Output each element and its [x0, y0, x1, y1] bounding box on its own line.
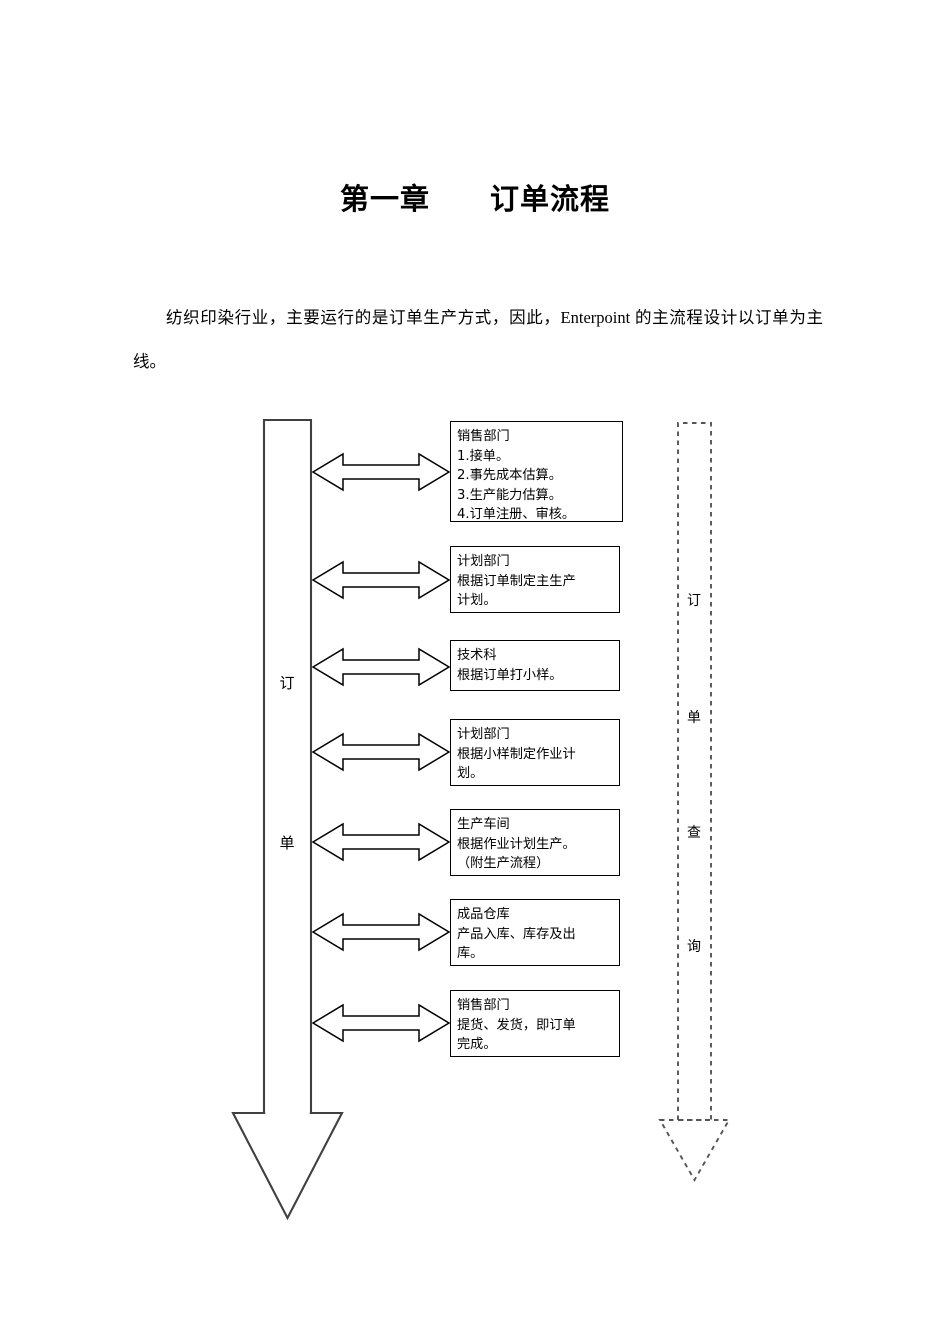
left-bar-label-order-1: 订: [279, 674, 295, 692]
flow-box-workshop: 生产车间 根据作业计划生产。 （附生产流程）: [450, 809, 620, 876]
right-bar-label-2: 单: [687, 710, 701, 726]
flow-box-sales-delivery: 销售部门 提货、发货，即订单 完成。: [450, 990, 620, 1057]
flow-box-planning-job: 计划部门 根据小样制定作业计 划。: [450, 719, 620, 786]
flow-box-sales-intake: 销售部门 1.接单。 2.事先成本估算。 3.生产能力估算。 4.订单注册、审核…: [450, 421, 623, 522]
right-bar-label-1: 订: [687, 593, 701, 609]
right-bar-label-4: 询: [687, 939, 701, 955]
page-title: 第一章 订单流程: [339, 184, 610, 216]
connector-arrow-3: [311, 647, 451, 687]
connector-arrow-4: [311, 732, 451, 772]
connector-arrow-2: [311, 560, 451, 600]
flow-box-technical: 技术科 根据订单打小样。: [450, 640, 620, 691]
left-order-bar: [231, 418, 344, 1221]
connector-arrow-6: [311, 912, 451, 952]
right-bar-label-3: 查: [687, 825, 701, 841]
intro-paragraph: 纺织印染行业，主要运行的是订单生产方式，因此，Enterpoint 的主流程设计…: [133, 308, 823, 371]
connector-arrow-7: [311, 1003, 451, 1043]
connector-arrow-5: [311, 822, 451, 862]
connector-arrow-group: [311, 452, 451, 1043]
flow-box-warehouse: 成品仓库 产品入库、库存及出 库。: [450, 899, 620, 966]
flow-box-planning-master: 计划部门 根据订单制定主生产 计划。: [450, 546, 620, 613]
connector-arrow-1: [311, 452, 451, 492]
left-bar-label-order-2: 单: [279, 834, 295, 852]
right-query-bar: [658, 422, 731, 1182]
